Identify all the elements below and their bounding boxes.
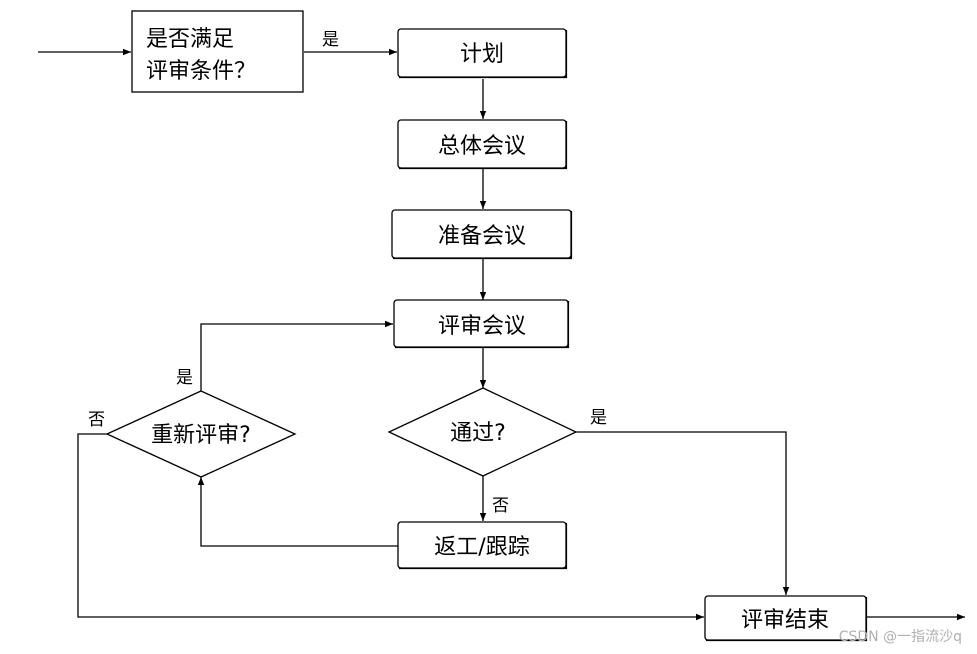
review-meeting-box: 评审会议 [393, 299, 570, 349]
rereview-yes-label: 是 [176, 368, 193, 388]
rereview-no-label: 否 [88, 410, 105, 430]
criteria-yes-label: 是 [322, 30, 339, 50]
passed-decision-diamond: 通过? [387, 387, 578, 477]
plan-box: 计划 [397, 28, 568, 79]
passed-decision-label: 通过? [450, 421, 506, 446]
overview-meeting-box: 总体会议 [397, 119, 568, 170]
rereview-no-to-end-arrow [77, 433, 704, 621]
end-label: 评审结束 [741, 608, 829, 633]
rereview-yes-to-review-arrow [200, 320, 393, 391]
re-review-decision-diamond: 重新评审? [105, 390, 297, 478]
passed-no-label: 否 [492, 496, 509, 516]
passed-yes-to-end-arrow [576, 431, 790, 595]
review-meeting-label: 评审会议 [438, 314, 526, 339]
rework-label: 返工/跟踪 [434, 535, 529, 560]
end-box: 评审结束 [704, 595, 868, 642]
criteria-label-line1: 是否满足 [146, 27, 234, 52]
csdn-watermark: CSDN @一指流沙q [839, 629, 962, 645]
plan-label: 计划 [460, 42, 504, 67]
overview-meeting-label: 总体会议 [438, 134, 526, 159]
rework-box: 返工/跟踪 [397, 521, 568, 570]
passed-yes-label: 是 [590, 408, 607, 428]
rework-to-rereview-arrow [197, 477, 398, 547]
re-review-decision-label: 重新评审? [151, 423, 251, 448]
criteria-label-line2: 评审条件？ [146, 59, 256, 84]
prep-meeting-box: 准备会议 [391, 209, 573, 260]
prep-meeting-label: 准备会议 [438, 224, 526, 249]
criteria-box: 是否满足 评审条件？ [131, 10, 304, 93]
